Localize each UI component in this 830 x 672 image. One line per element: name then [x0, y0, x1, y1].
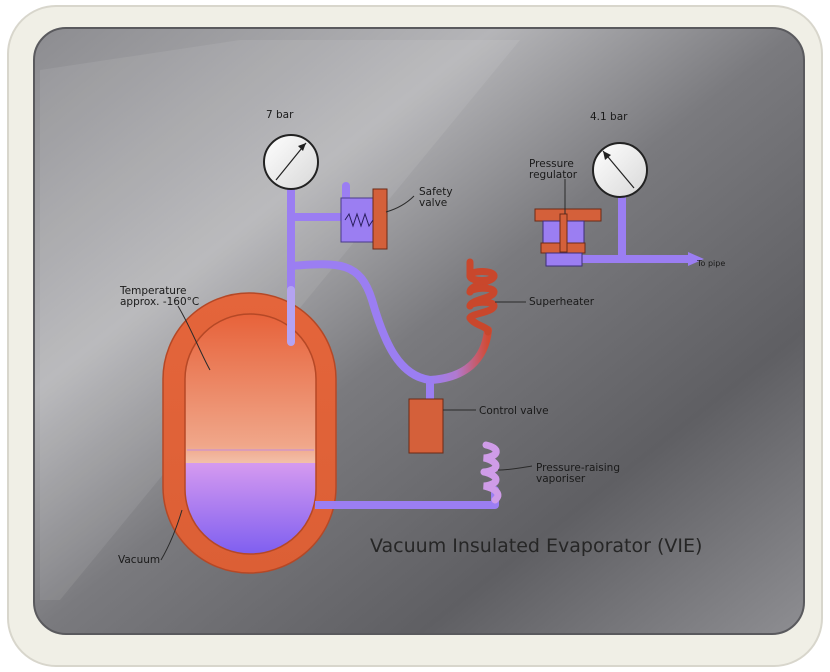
- regulator-top: [534, 208, 602, 222]
- superheater-label: Superheater: [529, 296, 595, 308]
- control-valve-label: Control valve: [479, 405, 549, 417]
- vacuum-label: Vacuum: [118, 554, 160, 566]
- pressure-regulator-label-2: regulator: [529, 169, 578, 181]
- control-valve-body: [408, 398, 444, 454]
- superheater-coil: [466, 258, 498, 336]
- pressure-regulator-label-1: Pressure: [529, 158, 574, 170]
- safety-valve-cap: [372, 188, 388, 250]
- regulator-stem: [559, 213, 568, 253]
- to-pipe-arrow: [688, 252, 704, 266]
- vaporiser-label-2: vaporiser: [536, 473, 586, 485]
- to-pipe-label: To pipe: [696, 259, 725, 268]
- leader-lines: [160, 179, 566, 561]
- vessel-inner: [184, 313, 317, 555]
- superheater-riser: [426, 326, 492, 384]
- safety-valve-label-2: valve: [419, 197, 447, 209]
- left-gauge: [263, 134, 319, 190]
- left-gauge-label: 7 bar: [266, 109, 294, 121]
- right-gauge-label: 4.1 bar: [590, 111, 628, 123]
- regulator-base: [545, 252, 583, 267]
- safety-valve-label-1: Safety: [419, 186, 453, 198]
- safety-valve-spring: [344, 212, 374, 228]
- pipe-network: [287, 181, 696, 509]
- right-gauge: [592, 142, 648, 198]
- temperature-label-2: approx. -160°C: [120, 296, 199, 308]
- vaporiser-coil: [480, 441, 502, 504]
- vaporiser-label-1: Pressure-raising: [536, 462, 620, 474]
- temperature-label-1: Temperature: [119, 285, 187, 297]
- diagram-title: Vacuum Insulated Evaporator (VIE): [370, 535, 702, 557]
- curved-pipe: [287, 260, 434, 384]
